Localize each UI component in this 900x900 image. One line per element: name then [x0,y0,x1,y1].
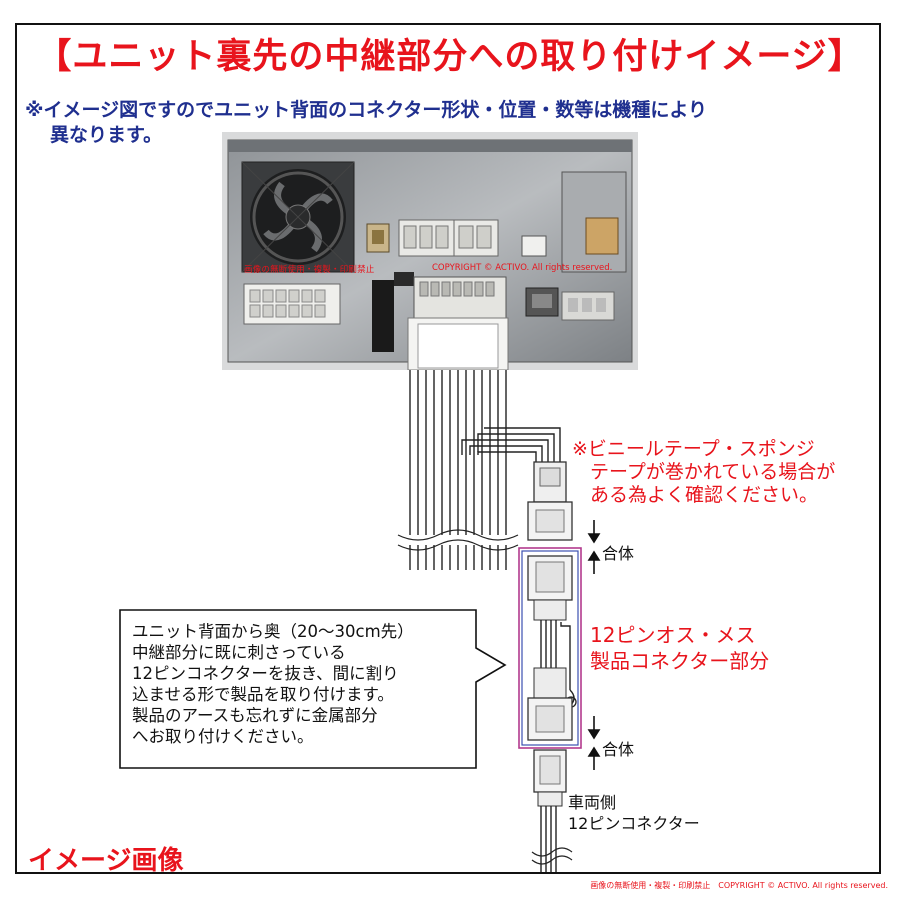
product-connector-label: 12ピンオス・メス 製品コネクター部分 [590,623,770,673]
vehicle-side-connector [531,749,573,872]
outer-frame [15,23,881,874]
photo-watermark-left: 画像の無断使用・複製・印刷禁止 [244,265,375,275]
note-line-1: ※イメージ図ですのでユニット背面のコネクター形状・位置・数等は機種により [25,99,707,121]
callout-bubble [119,609,507,769]
arrow-icon [587,716,601,770]
vehicle-connector-label: 車両側 12ピンコネクター [568,793,700,833]
installation-instructions: ユニット背面から奥（20～30cm先） 中継部分に既に刺さっている 12ピンコネ… [132,622,414,746]
product-frame [518,547,582,749]
unit-back-photo [222,132,638,370]
tape-warning: ※ビニールテープ・スポンジ テープが巻かれている場合が ある為よく確認ください。 [572,438,836,506]
unit-side-connector [527,461,573,541]
fan-icon [241,161,355,273]
image-label: イメージ画像 [28,846,184,876]
page-title: 【ユニット裏先の中継部分への取り付けイメージ】 [36,37,864,77]
note-line-2: 異なります。 [50,124,163,146]
joint-label-upper: 合体 [602,544,635,563]
copyright-footer: 画像の無断使用・複製・印刷禁止 COPYRIGHT © ACTIVO. All … [590,881,888,890]
photo-watermark-right: COPYRIGHT © ACTIVO. All rights reserved. [432,263,613,273]
joint-label-lower: 合体 [602,740,635,759]
arrow-icon [587,520,601,574]
